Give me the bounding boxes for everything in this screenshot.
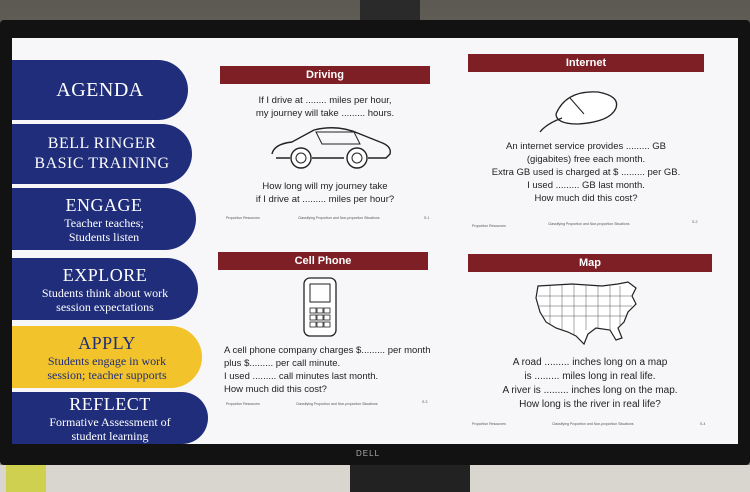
monitor-brand-logo: DELL (356, 449, 381, 458)
cell-phone-text: A cell phone company charges $......... … (224, 344, 434, 396)
map-footer-left: Proportion Resources (472, 422, 506, 426)
slide-header-internet: Internet (468, 54, 704, 72)
internet-line-5: How much did this cost? (534, 193, 638, 204)
agenda-pill-bell-ringer: BELL RINGER BASIC TRAINING (12, 124, 192, 184)
floor-area (0, 465, 750, 492)
agenda-title: ENGAGE (65, 194, 143, 215)
monitor-screen: AGENDA BELL RINGER BASIC TRAINING ENGAGE… (12, 38, 738, 444)
internet-text: An internet service provides ......... G… (468, 140, 704, 205)
driving-footer-right: S-1 (424, 216, 430, 220)
agenda-pill-reflect: REFLECT Formative Assessment of student … (12, 392, 208, 444)
cell-line-1: A cell phone company charges $......... … (224, 345, 431, 356)
driving-line-1: If I drive at ........ miles per hour, (258, 95, 392, 106)
slide-header-driving: Driving (220, 66, 430, 84)
agenda-pill-agenda: AGENDA (12, 60, 188, 120)
cell-phone-icon (303, 277, 337, 337)
internet-line-2: (gigabites) free each month. (526, 154, 646, 165)
map-footer-right: S-4 (700, 422, 706, 426)
agenda-subtitle: Teacher teaches; Students listen (64, 215, 144, 244)
internet-line-3: Extra GB used is charged at $ ......... … (491, 167, 681, 178)
agenda-pill-engage: ENGAGE Teacher teaches; Students listen (12, 188, 196, 250)
driving-line-2: my journey will take ......... hours. (255, 108, 395, 119)
map-line-3: A river is ......... inches long on the … (502, 385, 678, 396)
car-icon (271, 127, 391, 169)
map-line-4: How long is the river in real life? (519, 399, 661, 410)
driving-footer-mid: Classifying Proportion and Non-proportio… (298, 216, 380, 220)
cell-line-3: I used ......... call minutes last month… (224, 371, 379, 382)
agenda-title: EXPLORE (62, 264, 148, 285)
cell-footer-mid: Classifying Proportion and Non-proportio… (296, 402, 378, 406)
internet-footer-mid: Classifying Proportion and Non-proportio… (548, 222, 630, 226)
slide-header-map: Map (468, 254, 712, 272)
agenda-title: APPLY (78, 332, 136, 353)
cell-footer-left: Proportion Resources (226, 402, 260, 406)
cell-footer-right: S-3 (422, 400, 428, 404)
driving-line-3: How long will my journey take (262, 181, 388, 192)
map-line-1: A road ......... inches long on a map (512, 357, 668, 368)
cell-line-2: plus $......... per call minute. (224, 358, 341, 369)
agenda-title: BELL RINGER BASIC TRAINING (34, 135, 170, 172)
agenda-subtitle: Students engage in work session; teacher… (47, 353, 167, 382)
yellow-post (6, 465, 46, 492)
internet-footer-left: Proportion Resources (472, 224, 506, 228)
map-text: A road ......... inches long on a map is… (468, 356, 712, 412)
driving-text-bottom: How long will my journey take if I drive… (220, 180, 430, 206)
mouse-icon (539, 91, 618, 133)
cell-line-4: How much did this cost? (224, 384, 327, 395)
map-line-2: is ......... miles long in real life. (524, 371, 656, 382)
internet-line-1: An internet service provides ......... G… (506, 141, 666, 152)
monitor-stand (350, 465, 470, 492)
slide-header-cell-phone: Cell Phone (218, 252, 428, 270)
agenda-subtitle: Formative Assessment of student learning (49, 414, 171, 443)
internet-footer-right: S-2 (692, 220, 698, 224)
agenda-title: AGENDA (56, 78, 144, 101)
driving-text-top: If I drive at ........ miles per hour, m… (220, 94, 430, 120)
agenda-title: REFLECT (69, 393, 151, 414)
map-footer-mid: Classifying Proportion and Non-proportio… (552, 422, 634, 426)
agenda-subtitle: Students think about work session expect… (41, 285, 169, 314)
internet-line-4: I used ......... GB last month. (527, 180, 645, 191)
agenda-pill-apply: APPLY Students engage in work session; t… (12, 326, 202, 388)
agenda-pill-explore: EXPLORE Students think about work sessio… (12, 258, 198, 320)
driving-line-4: if I drive at ......... miles per hour? (255, 194, 395, 205)
driving-footer-left: Proportion Resources (226, 216, 260, 220)
usa-map-icon (535, 281, 637, 346)
